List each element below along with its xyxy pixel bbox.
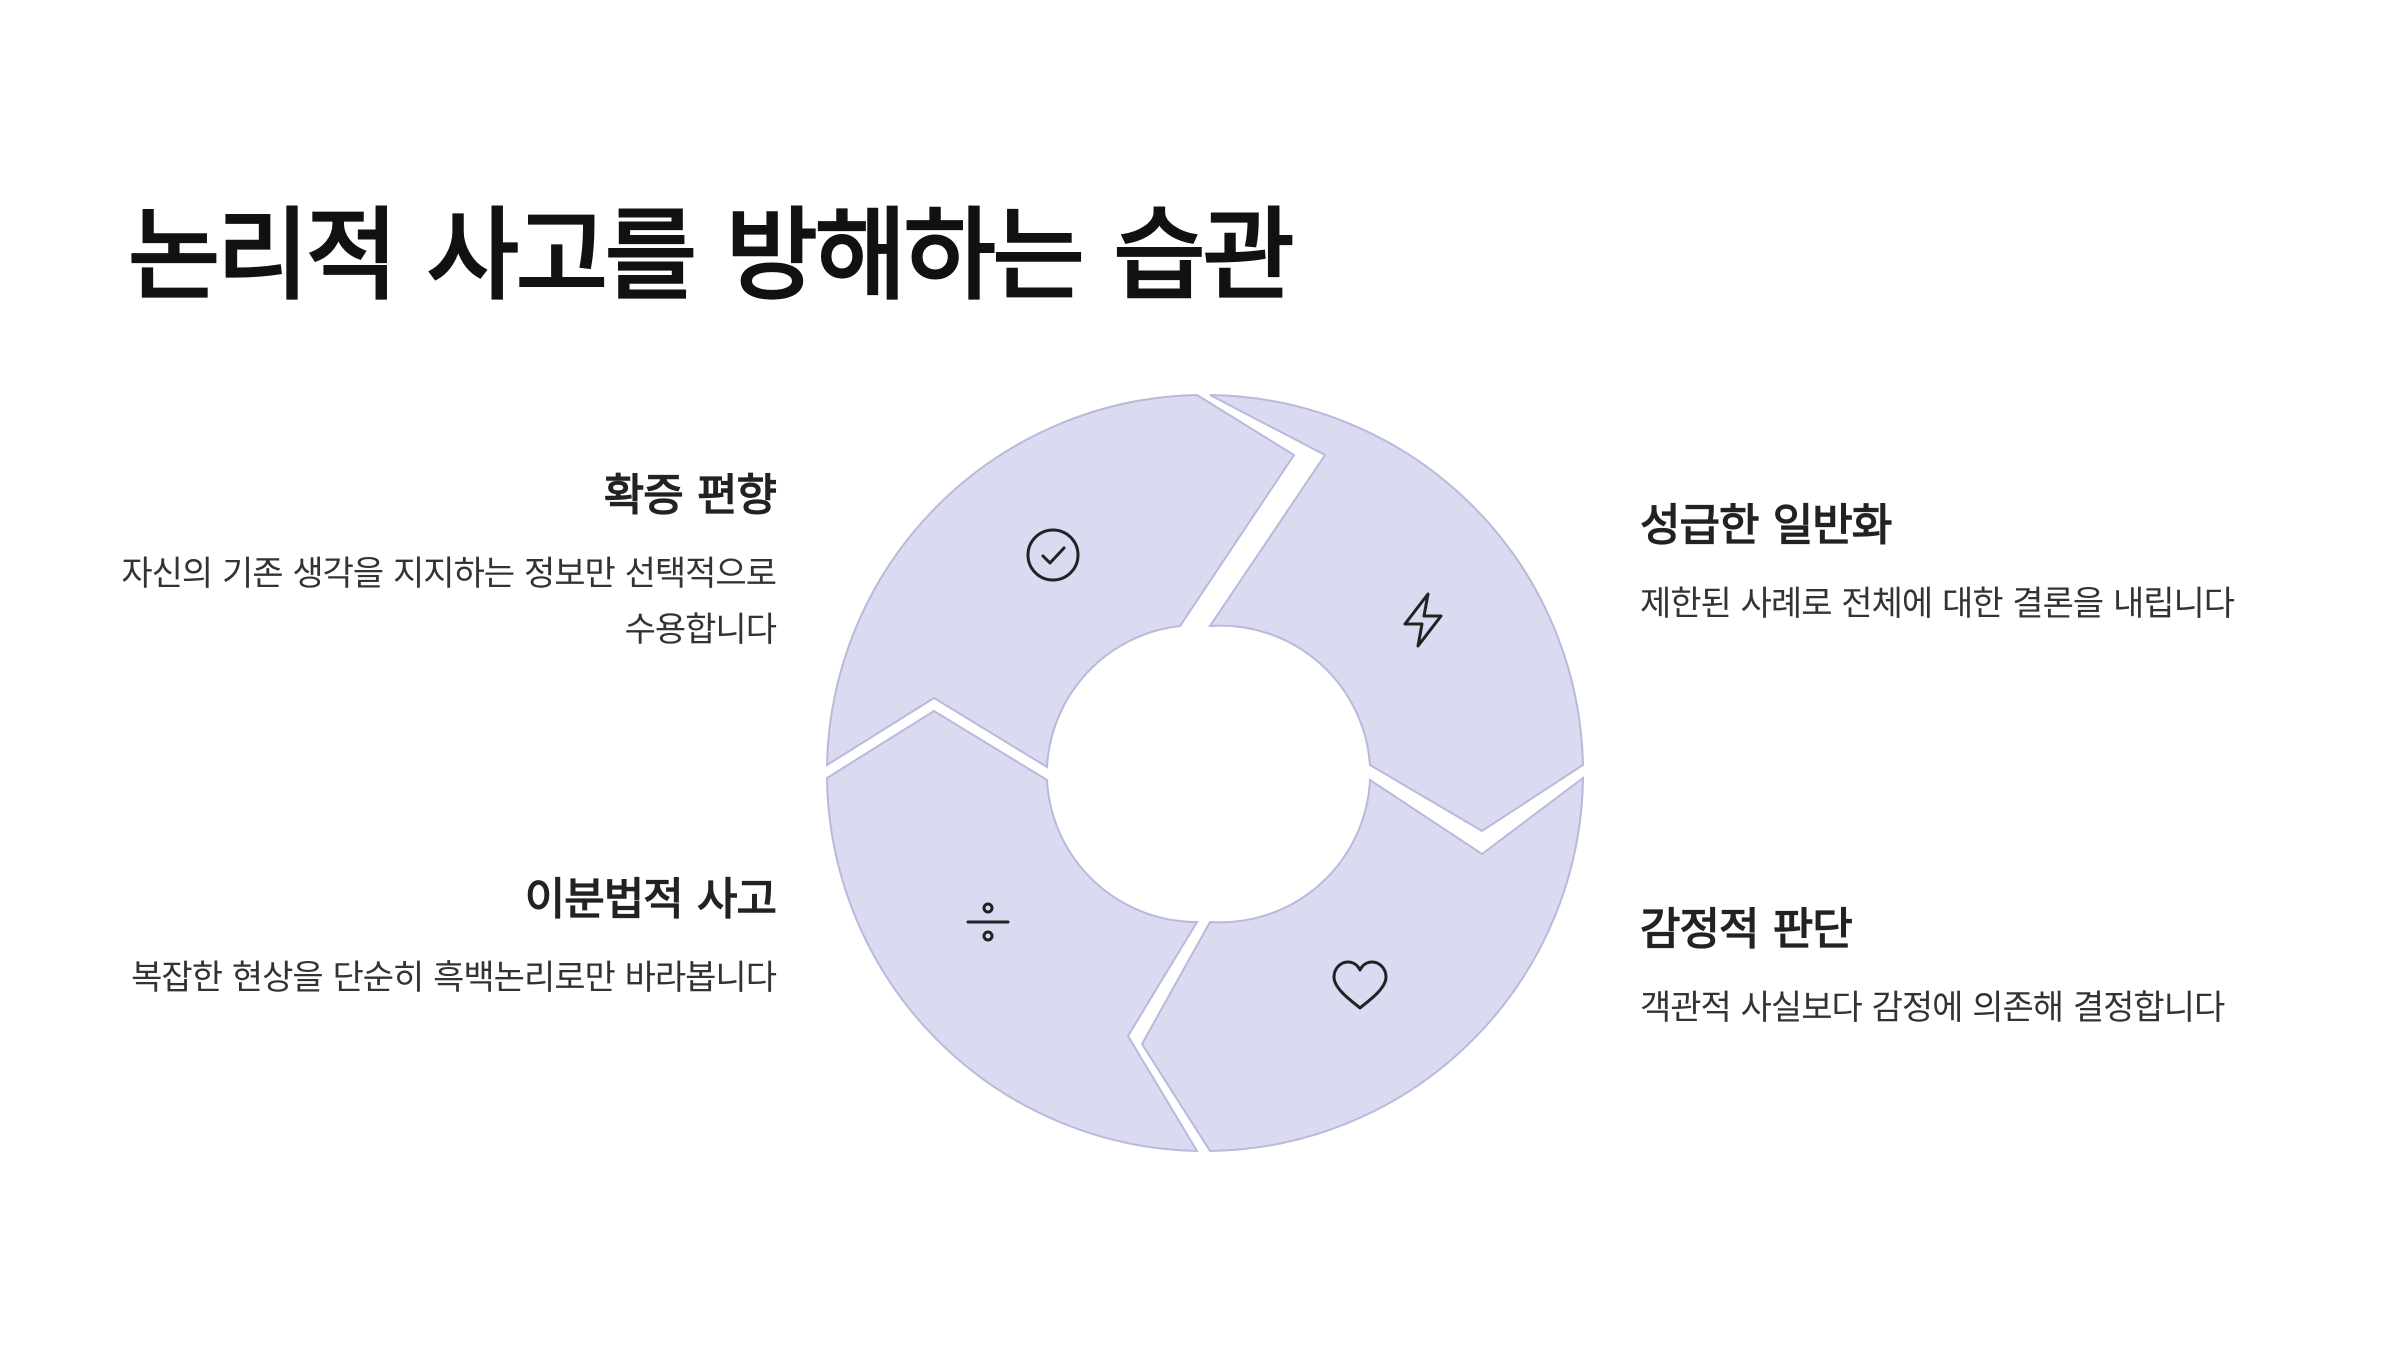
divide-icon [966, 902, 1010, 942]
habit-title: 이분법적 사고 [524, 874, 777, 925]
cycle-segment-top-left [825, 393, 1296, 769]
check-circle-icon [1026, 528, 1080, 582]
slide-title: 논리적 사고를 방해하는 습관 [128, 197, 1294, 314]
cycle-segment-bottom-left [825, 709, 1199, 1153]
heart-icon [1332, 960, 1388, 1010]
habit-card-emotional-judgment: 감정적 판단 객관적 사실보다 감정에 의존해 결정합니다 [1640, 902, 2360, 1036]
habit-card-dichotomous-thinking: 이분법적 사고 복잡한 현상을 단순히 흑백논리로만 바라봅니다 [96, 872, 777, 1006]
habit-title: 감정적 판단 [1640, 904, 1853, 955]
cycle-diagram-svg [825, 393, 1585, 1153]
cycle-diagram [820, 388, 1590, 1158]
lightning-bolt-icon [1403, 592, 1443, 648]
habit-card-confirmation-bias: 확증 편향 자신의 기존 생각을 지지하는 정보만 선택적으로 수용합니다 [96, 468, 777, 658]
habit-description: 제한된 사례로 전체에 대한 결론을 내립니다 [1640, 584, 2235, 624]
cycle-segment-top-right [1208, 394, 1585, 833]
habit-description: 복잡한 현상을 단순히 흑백논리로만 바라봅니다 [131, 958, 777, 998]
habit-card-hasty-generalization: 성급한 일반화 제한된 사례로 전체에 대한 결론을 내립니다 [1640, 498, 2360, 632]
habit-title: 성급한 일반화 [1640, 500, 1892, 551]
habit-description: 객관적 사실보다 감정에 의존해 결정합니다 [1640, 988, 2225, 1028]
habit-description: 자신의 기존 생각을 지지하는 정보만 선택적으로 수용합니다 [121, 554, 777, 650]
habit-title: 확증 편향 [603, 470, 777, 521]
